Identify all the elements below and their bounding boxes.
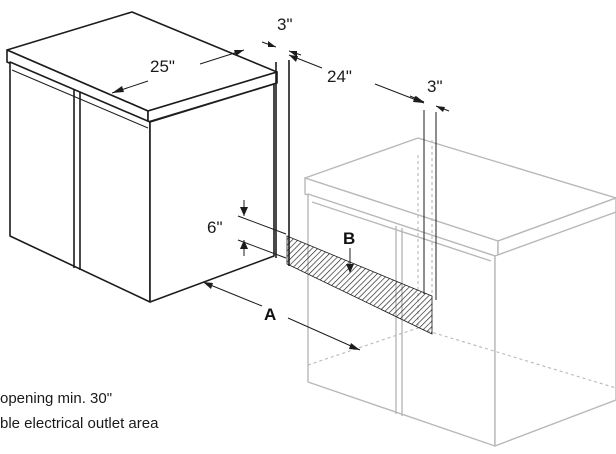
dim-width-gap-label: 24" xyxy=(327,67,352,86)
dim-gap-left-label: 3" xyxy=(277,15,293,34)
dim-width-gap: 24" xyxy=(288,54,425,104)
label-b: B xyxy=(343,229,355,248)
dim-gap-right: 3" xyxy=(409,77,450,112)
dim-gap-right-label: 3" xyxy=(427,77,443,96)
callout-b: B xyxy=(343,229,355,273)
legend-line-2: ble electrical outlet area xyxy=(0,415,159,432)
dim-depth-left-label: 25" xyxy=(150,57,175,76)
legend-line-1: opening min. 30" xyxy=(0,390,112,407)
dim-a: A xyxy=(202,281,361,351)
outlet-area-hatch xyxy=(286,235,433,335)
right-cabinet xyxy=(304,137,616,447)
dim-gap-left: 3" xyxy=(261,15,302,57)
label-a: A xyxy=(264,305,276,324)
dim-outlet-height: 6" xyxy=(207,200,287,259)
dim-outlet-height-label: 6" xyxy=(207,218,223,237)
left-cabinet xyxy=(6,11,278,303)
dim-depth-left: 25" xyxy=(111,49,245,94)
